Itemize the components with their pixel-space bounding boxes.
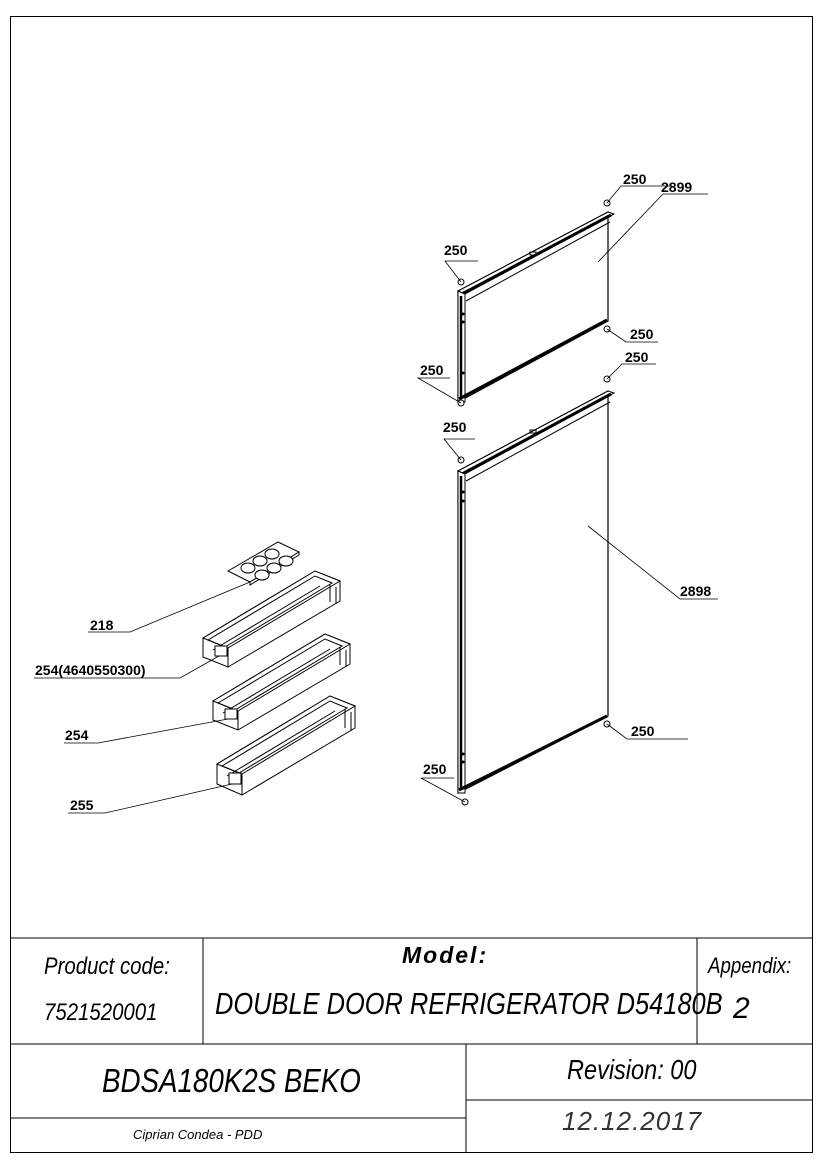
callout-250-mid-right-2: 250 bbox=[625, 349, 649, 365]
callout-250-upper-left: 250 bbox=[444, 242, 468, 258]
callout-250-bottom-right: 250 bbox=[631, 723, 655, 739]
callout-2898: 2898 bbox=[680, 583, 711, 599]
callout-255: 255 bbox=[70, 797, 94, 813]
sheet-border bbox=[10, 16, 813, 1153]
model-label: Model: bbox=[402, 942, 489, 968]
drawing-sheet: 250 2899 250 250 250 250 250 2898 250 25… bbox=[10, 16, 813, 1153]
product-code-label: Product code: bbox=[44, 953, 170, 980]
door-shelf-254a bbox=[201, 570, 342, 668]
title-block-grid bbox=[10, 937, 813, 1153]
bom-code: BDSA180K2S BEKO bbox=[102, 1062, 361, 1099]
callout-250-mid-left: 250 bbox=[420, 362, 444, 378]
appendix-label: Appendix: bbox=[708, 953, 792, 978]
callout-2899: 2899 bbox=[661, 179, 692, 195]
exploded-view-drawing: 250 2899 250 250 250 250 250 2898 250 25… bbox=[10, 16, 813, 1153]
revision: Revision: 00 bbox=[567, 1054, 697, 1085]
callout-250-lower-left: 250 bbox=[443, 419, 467, 435]
callout-218: 218 bbox=[90, 617, 114, 633]
callout-254-part-no: 254(4640550300) bbox=[35, 662, 146, 678]
callout-250-mid-right: 250 bbox=[630, 326, 654, 342]
lower-door bbox=[456, 390, 616, 794]
model-value: DOUBLE DOOR REFRIGERATOR D54180B bbox=[215, 986, 723, 1021]
leader-lines bbox=[34, 185, 718, 814]
upper-door bbox=[456, 211, 616, 404]
door-shelf-255 bbox=[215, 695, 357, 796]
egg-tray bbox=[226, 541, 301, 586]
callout-250-bottom-left: 250 bbox=[423, 761, 447, 777]
callouts: 250 2899 250 250 250 250 250 2898 250 25… bbox=[35, 171, 711, 813]
callout-254: 254 bbox=[65, 727, 89, 743]
callout-250-top-right: 250 bbox=[623, 171, 647, 187]
product-code-value: 7521520001 bbox=[44, 999, 158, 1026]
door-shelf-254b bbox=[211, 633, 352, 731]
revision-date: 12.12.2017 bbox=[562, 1106, 703, 1136]
appendix-value: 2 bbox=[733, 992, 750, 1025]
author: Ciprian Condea - PDD bbox=[133, 1127, 263, 1142]
